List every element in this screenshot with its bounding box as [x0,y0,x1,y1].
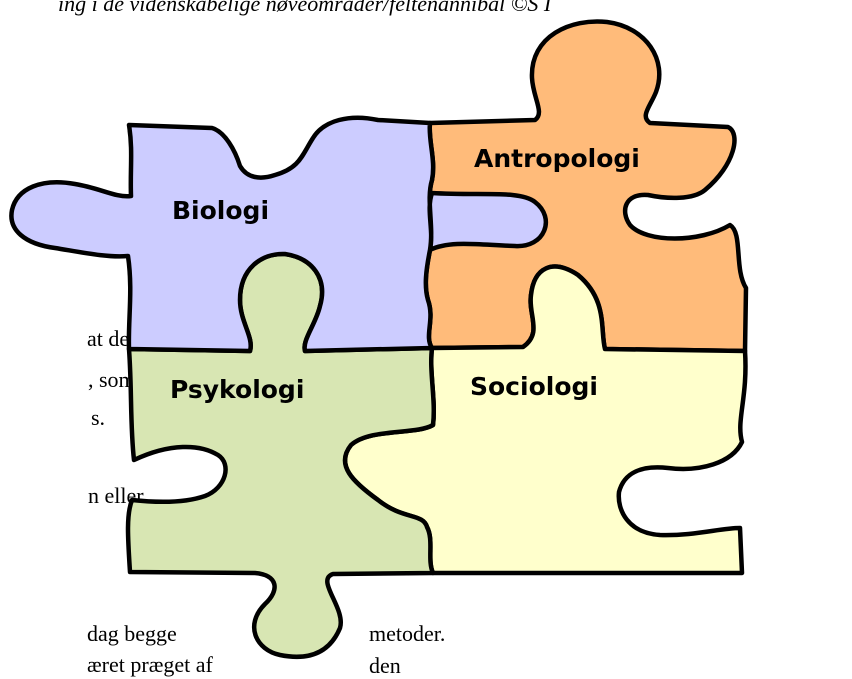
label-antropologi: Antropologi [474,144,640,173]
label-sociologi: Sociologi [470,372,598,401]
body-text-fragment-5: dag begge [87,621,177,646]
body-text-fragment-2: , som [88,367,136,392]
piece-biologi [9,115,548,354]
body-text-fragment-3: s. [91,405,106,430]
body-text-fragment-7: metoder. [369,621,446,646]
header-caption: ing i de videnskabelige nøveomrader/felt… [58,0,552,16]
label-biologi: Biologi [172,196,269,225]
label-psykologi: Psykologi [170,375,304,404]
